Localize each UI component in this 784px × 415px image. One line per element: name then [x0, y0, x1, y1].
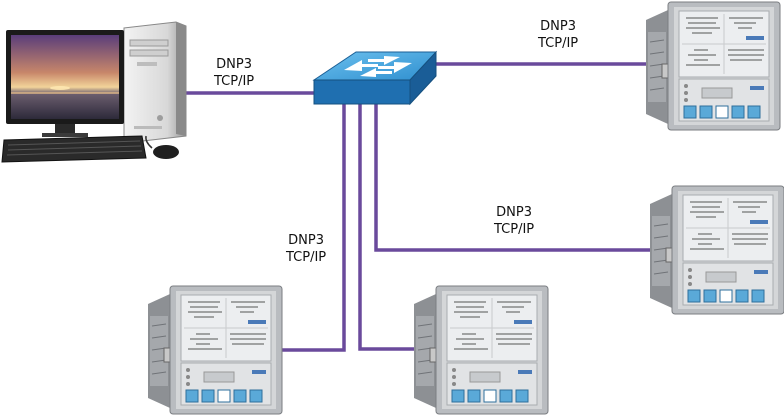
link-label-top-right: DNP3 TCP/IP — [538, 18, 578, 52]
transport-text: TCP/IP — [286, 250, 327, 265]
workstation-pc — [1, 21, 187, 163]
relay-device-bottom-mid — [413, 285, 549, 415]
protocol-text: DNP3 — [288, 233, 324, 248]
link-label-pc-switch: DNP3 TCP/IP — [214, 56, 254, 90]
transport-text: TCP/IP — [494, 222, 535, 237]
pc-monitor — [6, 30, 124, 137]
link-switch-relay-bottom-mid — [358, 104, 420, 351]
pc-tower — [123, 21, 187, 143]
link-switch-relay-bottom-left — [282, 104, 346, 352]
relay-device-bottom-left — [147, 285, 283, 415]
relay-device-mid-right — [649, 185, 784, 315]
pc-keyboard — [1, 135, 147, 163]
link-label-bottom-left: DNP3 TCP/IP — [286, 232, 326, 266]
transport-text: TCP/IP — [538, 36, 579, 51]
protocol-text: DNP3 — [540, 19, 576, 34]
transport-text: TCP/IP — [214, 74, 255, 89]
switch-arrows-icon — [344, 56, 412, 77]
network-switch — [312, 50, 438, 106]
protocol-text: DNP3 — [216, 57, 252, 72]
protocol-text: DNP3 — [496, 205, 532, 220]
pc-mouse — [145, 135, 179, 159]
link-label-mid-right: DNP3 TCP/IP — [494, 204, 534, 238]
relay-device-top-right — [645, 1, 781, 131]
network-links — [186, 62, 654, 352]
link-switch-relay-mid-right — [374, 104, 654, 252]
